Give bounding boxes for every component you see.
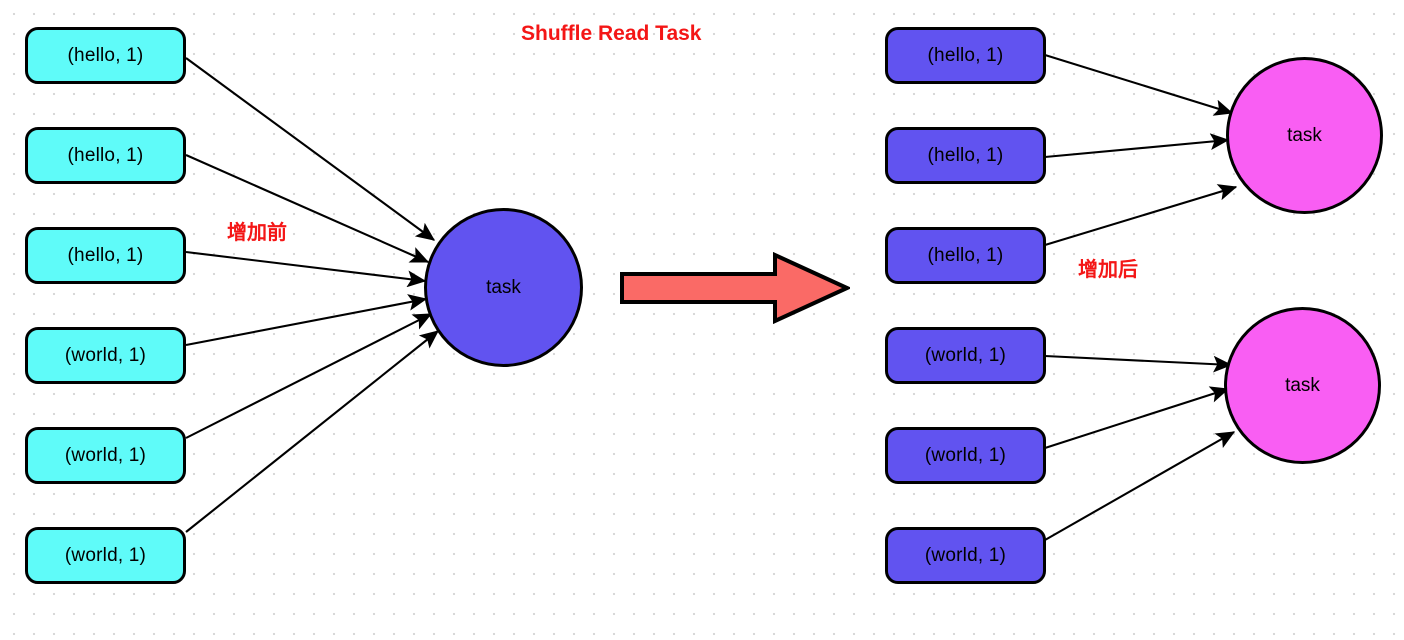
left-record-label-5: (world, 1) [64, 444, 147, 466]
right-record-label-1: (hello, 1) [927, 44, 1004, 66]
edge-right-3 [1044, 184, 1238, 247]
edge-right-1 [1044, 53, 1234, 116]
edge-right-4 [1044, 354, 1233, 373]
right-edge-group-top [1044, 53, 1238, 247]
right-edge-group-bottom [1044, 354, 1236, 541]
left-record-box-5[interactable]: (world, 1) [25, 427, 186, 484]
transition-arrow-icon [620, 252, 850, 324]
right-record-box-4[interactable]: (world, 1) [885, 327, 1046, 384]
left-record-label-3: (hello, 1) [67, 244, 144, 266]
edge-left-4 [185, 294, 428, 347]
after-label: 增加后 [1078, 259, 1138, 281]
right-record-box-5[interactable]: (world, 1) [885, 427, 1046, 484]
edge-right-2 [1044, 133, 1230, 159]
right-record-label-6: (world, 1) [924, 544, 1007, 566]
edge-left-2 [185, 154, 430, 263]
right-record-box-6[interactable]: (world, 1) [885, 527, 1046, 584]
left-record-label-1: (hello, 1) [67, 44, 144, 66]
left-record-label-6: (world, 1) [64, 544, 147, 566]
right-task-circle-2[interactable]: task [1224, 307, 1381, 464]
edge-left-6 [185, 330, 439, 533]
left-record-label-4: (world, 1) [64, 344, 147, 366]
edge-left-3 [185, 250, 427, 288]
left-edge-group [185, 57, 439, 533]
page-title: Shuffle Read Task [521, 22, 702, 45]
edge-left-5 [185, 313, 433, 439]
right-task-circle-1[interactable]: task [1226, 57, 1383, 214]
left-record-box-2[interactable]: (hello, 1) [25, 127, 186, 184]
right-record-label-5: (world, 1) [924, 444, 1007, 466]
before-label: 增加前 [227, 222, 287, 244]
edge-left-1 [185, 57, 436, 241]
edge-right-5 [1044, 386, 1230, 449]
left-record-box-4[interactable]: (world, 1) [25, 327, 186, 384]
right-record-label-3: (hello, 1) [927, 244, 1004, 266]
left-record-label-2: (hello, 1) [67, 144, 144, 166]
right-record-label-2: (hello, 1) [927, 144, 1004, 166]
left-record-box-3[interactable]: (hello, 1) [25, 227, 186, 284]
edge-right-6 [1044, 431, 1236, 541]
right-task-label-2: task [1285, 374, 1320, 396]
left-record-box-6[interactable]: (world, 1) [25, 527, 186, 584]
right-record-label-4: (world, 1) [924, 344, 1007, 366]
left-task-label: task [486, 276, 521, 298]
right-record-box-3[interactable]: (hello, 1) [885, 227, 1046, 284]
right-record-box-2[interactable]: (hello, 1) [885, 127, 1046, 184]
right-record-box-1[interactable]: (hello, 1) [885, 27, 1046, 84]
left-record-box-1[interactable]: (hello, 1) [25, 27, 186, 84]
left-task-circle[interactable]: task [424, 208, 583, 367]
right-task-label-1: task [1287, 124, 1322, 146]
